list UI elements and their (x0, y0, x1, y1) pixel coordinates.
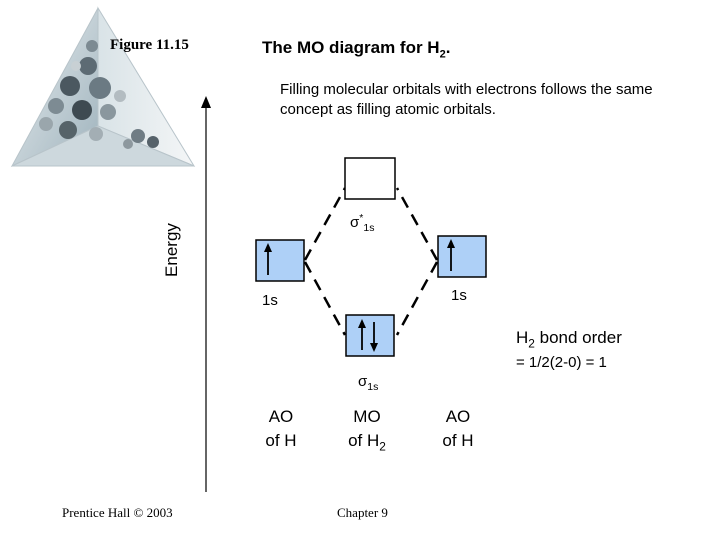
sigma-orbital-box (345, 314, 395, 357)
bond-order-label: H2 bond order (516, 328, 622, 351)
dash-right-to-sigma (395, 261, 439, 336)
dash-left-to-sigma (303, 261, 347, 336)
dash-left-to-sigma-star (303, 187, 347, 261)
description-text: Filling molecular orbitals with electron… (280, 81, 653, 118)
footer-chapter: Chapter 9 (337, 505, 388, 520)
page-title: The MO diagram for H2. (262, 38, 451, 61)
sigma-star-orbital-box (344, 157, 396, 200)
figure-label: Figure 11.15 (110, 37, 189, 53)
energy-axis-label: Energy (162, 223, 181, 277)
right-ao-box (437, 235, 487, 278)
right-ao-label: 1s (451, 287, 467, 304)
left-ao-box (255, 239, 305, 282)
dash-right-to-sigma-star (395, 187, 439, 261)
tetrahedron-molecule-logo (10, 6, 196, 168)
sigma-label: σ1s (358, 373, 379, 393)
bond-order-formula: = 1/2(2-0) = 1 (516, 354, 607, 371)
left-ao-label: 1s (262, 292, 278, 309)
sigma-star-label: σ*1s (350, 212, 375, 234)
footer-publisher: Prentice Hall © 2003 (62, 505, 173, 520)
energy-axis-arrowhead (201, 96, 211, 108)
